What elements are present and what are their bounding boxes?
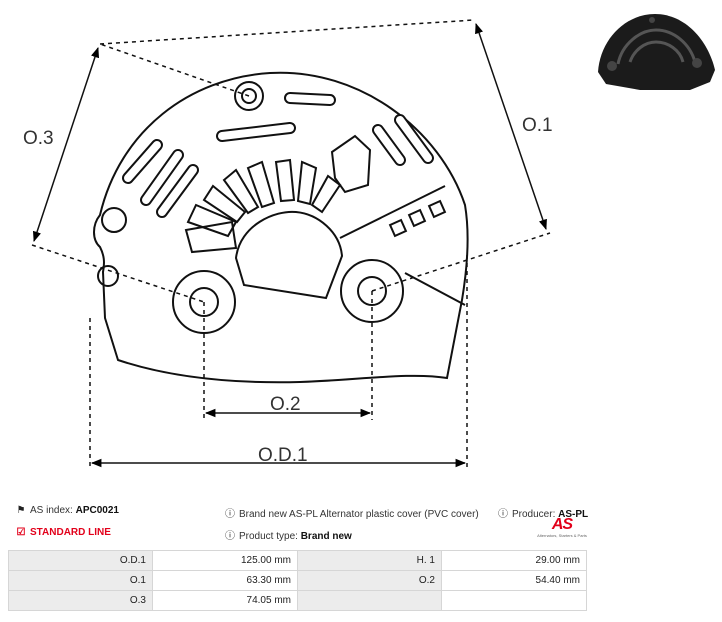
tag-icon: ⚑ — [16, 505, 26, 516]
info-circle-icon: ⓘ — [225, 531, 235, 542]
brush-holder — [330, 134, 372, 194]
product-type-value: Brand new — [300, 531, 352, 542]
right-mount-boss — [340, 259, 404, 323]
spec-value — [441, 590, 587, 611]
fan-slots — [184, 158, 342, 254]
as-pl-logo: AS Alternators, Starters & Parts — [536, 516, 588, 539]
as-index-label: AS index: — [30, 505, 73, 516]
spec-value: 74.05 mm — [152, 590, 298, 611]
logo-tagline: Alternators, Starters & Parts — [537, 533, 587, 538]
dimension-lines — [31, 19, 551, 470]
left-mount-boss — [172, 270, 236, 334]
standard-line: ☑ STANDARD LINE — [16, 527, 111, 538]
table-row: O.D.1 125.00 mm H. 1 29.00 mm — [8, 550, 587, 571]
as-index-value: APC0021 — [75, 505, 119, 516]
product-type: ⓘ Product type: Brand new — [225, 527, 352, 542]
table-row: O.1 63.30 mm O.2 54.40 mm — [8, 570, 587, 591]
spec-key: O.2 — [297, 570, 442, 591]
spec-key: O.3 — [8, 590, 153, 611]
checkbox-icon: ☑ — [16, 527, 26, 538]
product-type-label: Product type: — [239, 531, 298, 542]
logo-mark: AS — [551, 516, 573, 533]
producer-value: AS-PL — [558, 509, 589, 520]
center-dome — [234, 210, 344, 300]
spec-value: 125.00 mm — [152, 550, 298, 571]
description-text: Brand new AS-PL Alternator plastic cover… — [239, 509, 479, 520]
dim-label-o1: O.1 — [522, 115, 553, 136]
spec-key: H. 1 — [297, 550, 442, 571]
spec-key: O.1 — [8, 570, 153, 591]
top-mount-hole — [234, 81, 264, 111]
info-circle-icon: ⓘ — [225, 509, 235, 520]
table-row: O.3 74.05 mm — [8, 590, 587, 611]
standard-line-label: STANDARD LINE — [30, 527, 111, 538]
left-small-hole — [101, 207, 127, 233]
spec-value: 63.30 mm — [152, 570, 298, 591]
spec-key: O.D.1 — [8, 550, 153, 571]
spec-value: 29.00 mm — [441, 550, 587, 571]
description: ⓘ Brand new AS-PL Alternator plastic cove… — [225, 505, 479, 520]
dim-label-o2: O.2 — [270, 394, 301, 415]
spec-key — [297, 590, 442, 611]
technical-drawing: O.3 O.1 O.2 O.D.1 — [23, 14, 715, 470]
info-circle-icon: ⓘ — [498, 509, 508, 520]
spec-table: O.D.1 125.00 mm H. 1 29.00 mm O.1 63.30 … — [8, 550, 587, 611]
left-bottom-small-hole — [97, 265, 119, 287]
dim-label-od1: O.D.1 — [258, 445, 308, 466]
producer-label: Producer: — [512, 509, 556, 520]
vent-squares — [388, 199, 447, 238]
as-index: ⚑ AS index: APC0021 — [16, 505, 119, 516]
spec-value: 54.40 mm — [441, 570, 587, 591]
dim-label-o3: O.3 — [23, 128, 54, 149]
product-thumbnail — [598, 14, 715, 90]
producer: ⓘ Producer: AS-PL — [498, 505, 588, 520]
